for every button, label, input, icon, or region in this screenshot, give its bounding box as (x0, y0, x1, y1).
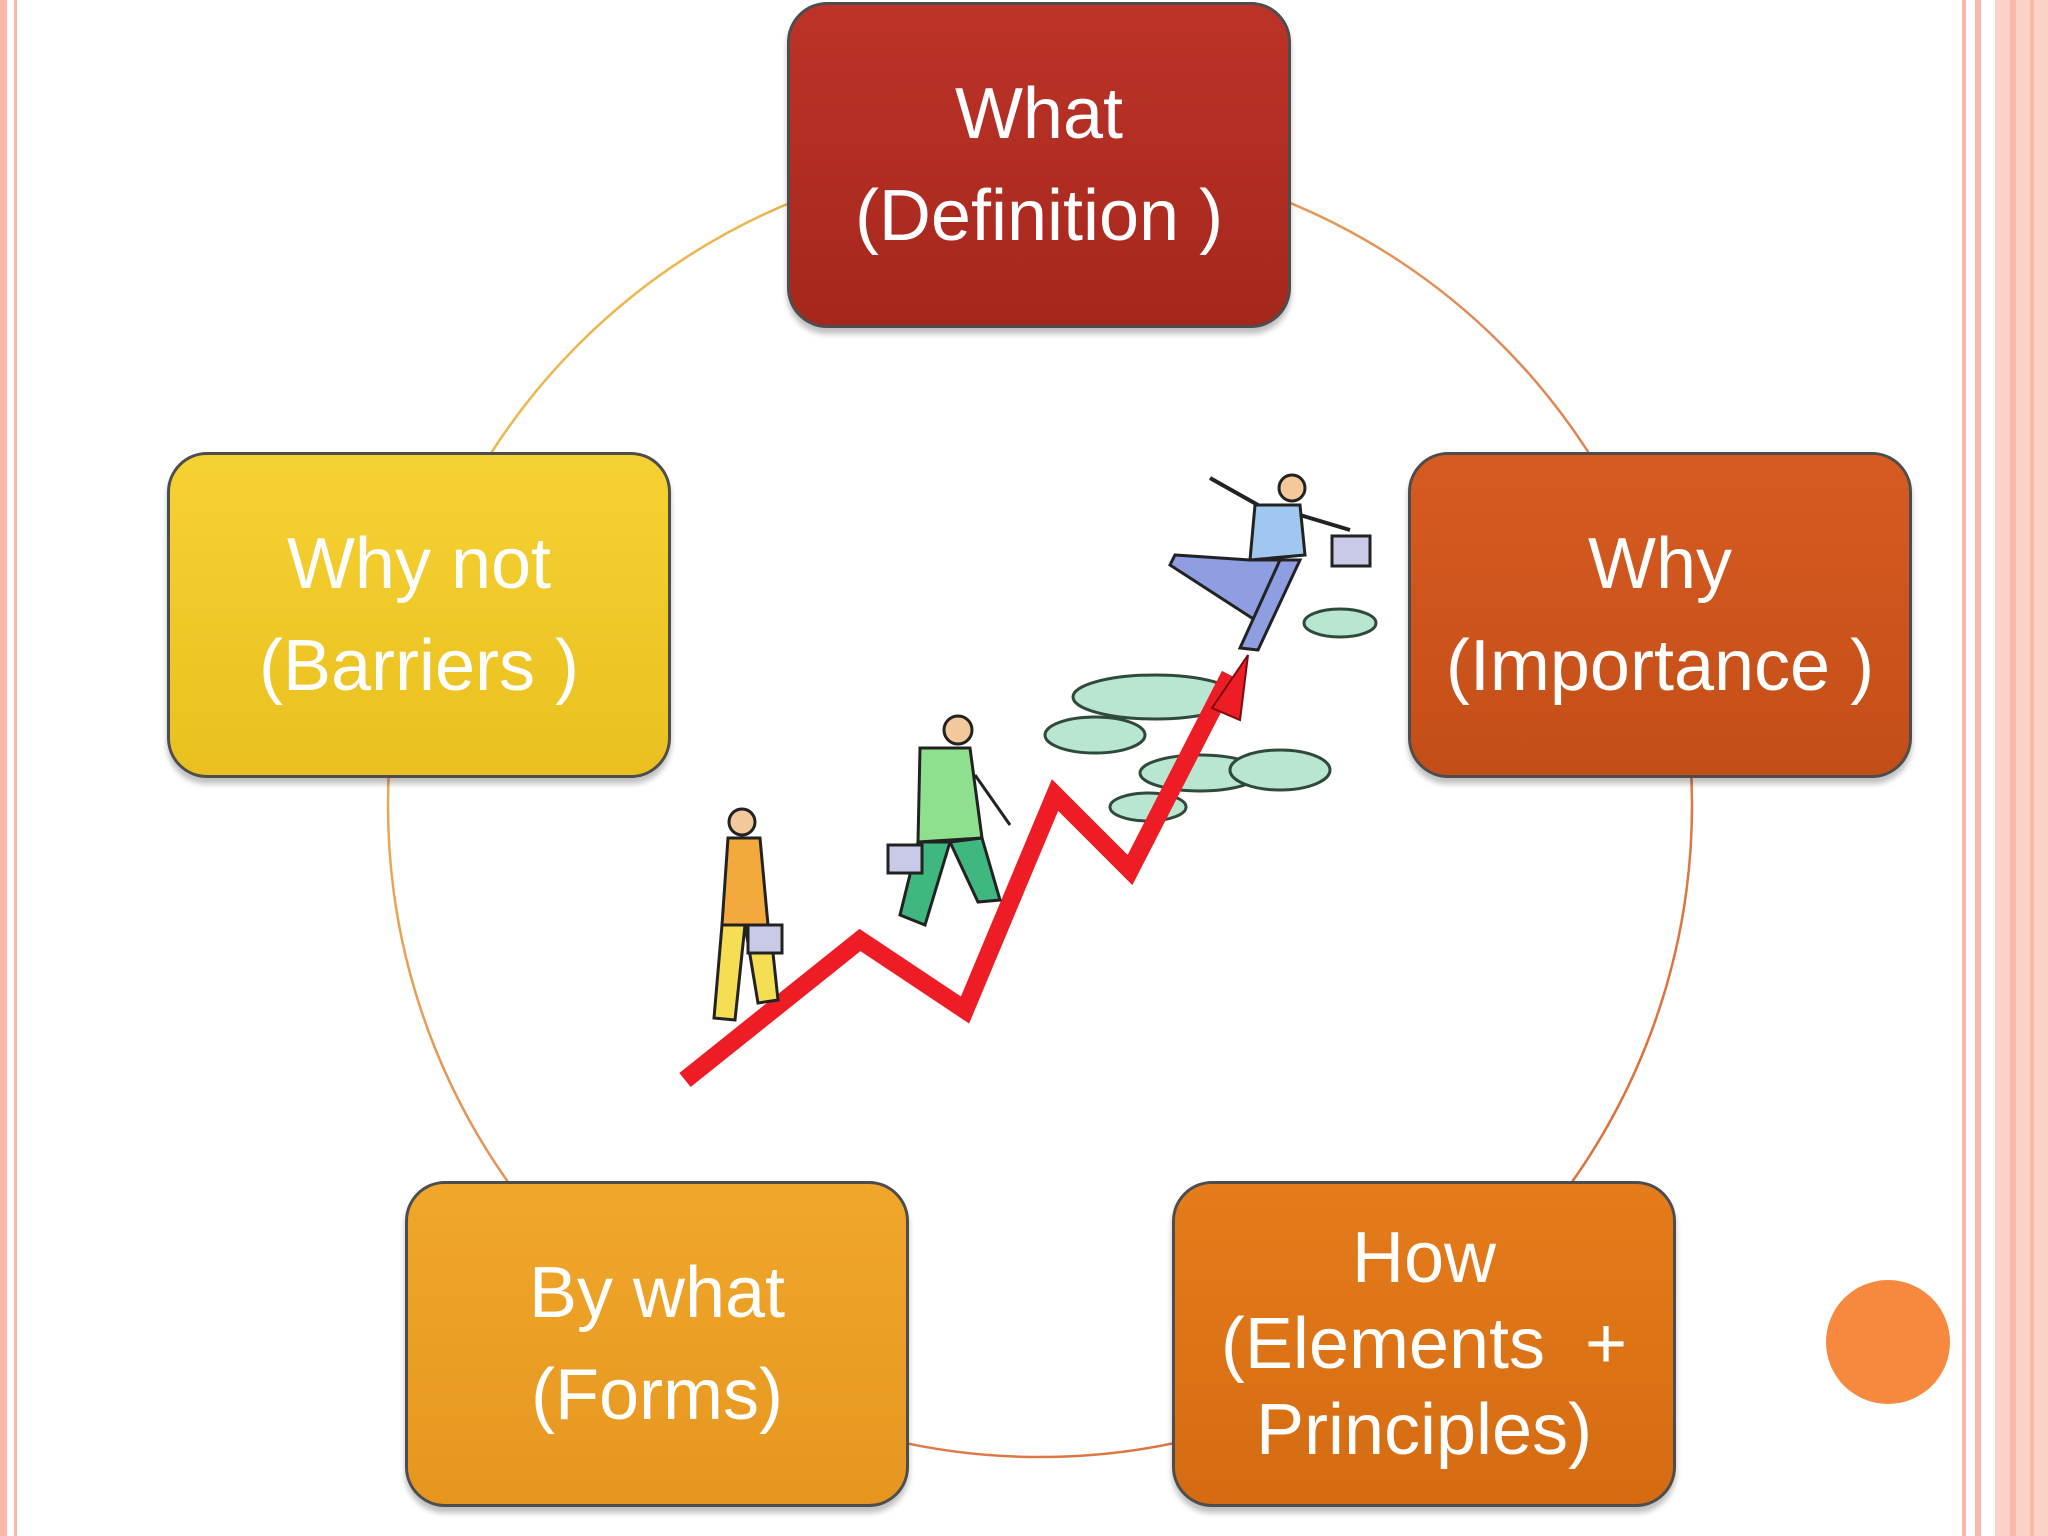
node-why-title: Why (1588, 524, 1732, 604)
node-what-subtitle: (Definition ) (854, 176, 1224, 256)
arrow-head-icon (1210, 654, 1249, 722)
slide-border-left (0, 0, 7, 1536)
slide-border-right-line (2010, 0, 2016, 1536)
node-by-what-title: By what (528, 1253, 786, 1333)
node-how: How (Elements + Principles) (1172, 1181, 1676, 1507)
slide-border-right-band (1995, 0, 2048, 1536)
node-by-what-subtitle: (Forms) (531, 1355, 783, 1435)
accent-dot (1826, 1280, 1950, 1404)
businessman-3-icon (1168, 473, 1372, 652)
node-by-what: By what (Forms) (405, 1181, 909, 1507)
node-how-title: How (1351, 1218, 1497, 1298)
slide-border-right-line (1962, 0, 1966, 1536)
slide-border-right-line (1975, 0, 1981, 1536)
slide-border-right-line (2030, 0, 2034, 1536)
node-what: What (Definition ) (787, 2, 1291, 328)
slide-border-left-thin (14, 0, 17, 1536)
node-why-not: Why not (Barriers ) (167, 452, 671, 778)
businessman-2-icon (886, 714, 1012, 928)
node-how-subtitle: (Elements + (1220, 1304, 1628, 1384)
node-what-title: What (954, 74, 1124, 154)
node-why: Why (Importance ) (1408, 452, 1912, 778)
node-why-subtitle: (Importance ) (1445, 626, 1875, 706)
node-why-not-title: Why not (286, 524, 552, 604)
node-why-not-subtitle: (Barriers ) (259, 626, 579, 706)
rising-arrow (679, 670, 1239, 1088)
businessman-1-icon (712, 807, 784, 1022)
node-how-subtitle-2: Principles) (1255, 1390, 1593, 1470)
